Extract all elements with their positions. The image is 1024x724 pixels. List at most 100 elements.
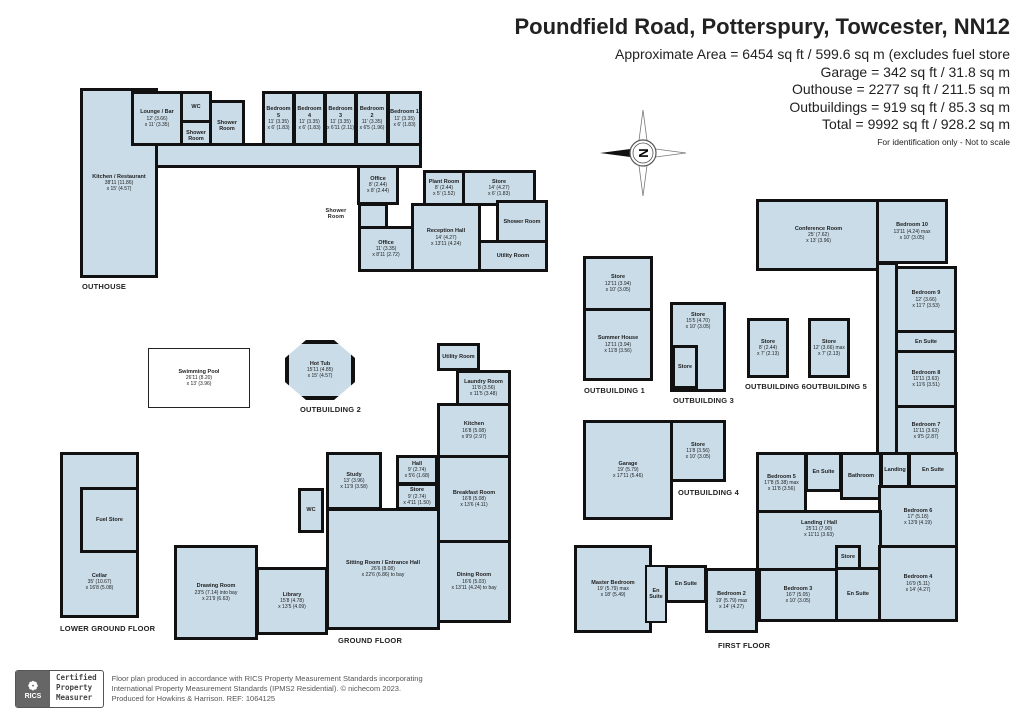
room-dimensions: x 10' (3.05): [685, 324, 711, 331]
room-ff-ensuite-top: En Suite: [908, 452, 958, 488]
room-dimensions: x 9'9 (2.97): [461, 433, 487, 440]
room-dimensions: x 13'5 (4.09): [278, 604, 306, 611]
room-ff-store: Store: [835, 545, 861, 570]
room-dimensions: x 11'11 (3.63): [804, 532, 834, 539]
room-name: Store: [690, 441, 706, 448]
room-dimensions: x 15' (4.57): [307, 373, 333, 380]
room-name: Shower Room: [186, 129, 206, 142]
room-name: Bedroom 4: [297, 106, 322, 119]
room-name: Library: [282, 591, 302, 598]
rics-badge: ❁RICS Certified Property Measurer: [15, 670, 104, 708]
label-outbuilding-6: OUTBUILDING 6: [745, 382, 806, 391]
badge-line: Property: [56, 683, 93, 692]
area-total: Total = 9992 sq ft / 928.2 sq m: [822, 116, 1010, 132]
room-dimensions: 23'5 (7.14) into bay: [194, 589, 238, 596]
room-dimensions: 15'5 (4.70): [686, 318, 710, 325]
room-oh-shower4: Shower Room: [496, 200, 548, 244]
room-name: En Suite: [914, 338, 937, 345]
room-dimensions: x 22'6 (6.86) to bay: [361, 572, 405, 579]
room-dimensions: x 14' (4.27): [719, 603, 744, 610]
footer-line: Produced for Howkins & Harrison. REF: 10…: [111, 694, 276, 703]
label-outbuilding-4: OUTBUILDING 4: [678, 488, 739, 497]
room-name: En Suite: [674, 580, 697, 587]
room-name: Store: [821, 338, 837, 345]
room-name: Sitting Room / Entrance Hall: [346, 559, 420, 566]
room-name: Landing: [884, 466, 906, 473]
room-dimensions: 11'8 (3.56): [471, 385, 496, 392]
room-dimensions: 17' (5.18): [907, 514, 929, 521]
room-dimensions: x 18' (5.49): [600, 592, 626, 599]
room-dimensions: 11'11 (3.63): [913, 376, 939, 383]
room-ff-ensuite-b4: En Suite: [835, 567, 881, 622]
label-outbuilding-2: OUTBUILDING 2: [300, 405, 361, 414]
rics-logo: ❁RICS: [16, 671, 50, 707]
room-name: Bedroom 10: [896, 222, 928, 229]
room-dimensions: x 6'5 (1.96): [359, 124, 385, 131]
room-name: Bedroom 2: [359, 106, 385, 119]
room-name: Store: [760, 338, 776, 345]
room-name: Bathroom: [848, 472, 874, 479]
room-dimensions: x 13'11 (4.24): [430, 240, 462, 247]
room-dimensions: 12'11 (3.94): [604, 280, 632, 287]
label-outbuilding-1: OUTBUILDING 1: [584, 386, 645, 395]
room-name: Cellar: [91, 572, 108, 579]
room-dimensions: 19' (5.79) max: [715, 597, 748, 604]
room-name: Garage: [618, 460, 638, 467]
footer-line: International Property Measurement Stand…: [111, 684, 402, 693]
room-dimensions: 16'8 (5.08): [462, 496, 486, 503]
room-dimensions: 11' (3.35): [299, 118, 320, 125]
room-ff-landing: Landing: [880, 452, 910, 488]
room-dimensions: 12' (3.66): [146, 115, 168, 122]
header: Poundfield Road, Potterspury, Towcester,…: [515, 14, 1011, 147]
room-dimensions: x 14' (4.27): [905, 586, 931, 593]
room-dimensions: 14' (4.27): [435, 234, 457, 241]
room-oh-utility: Utility Room: [478, 240, 548, 272]
room-name: Master Bedroom: [591, 579, 635, 586]
room-dimensions: 12'11 (3.94): [604, 341, 632, 348]
label-outbuilding-5: OUTBUILDING 5: [806, 382, 867, 391]
room-name: En Suite: [846, 591, 869, 598]
room-dimensions: 12' (3.66) max: [813, 345, 845, 352]
room-name: Bedroom 9: [911, 290, 941, 297]
room-dimensions: 9' (2.74): [407, 493, 427, 500]
room-dimensions: 19' (5.79) max: [597, 586, 629, 593]
room-oh-wc1: WC: [180, 91, 212, 123]
room-name: Store: [491, 178, 507, 185]
room-dimensions: x 10' (3.05): [899, 234, 925, 241]
room-name: Bedroom 4: [903, 574, 933, 581]
room-dimensions: x 6' (1.83): [298, 124, 321, 131]
room-dimensions: 8' (2.44): [434, 185, 454, 192]
room-dimensions: 19' (5.79): [617, 467, 639, 474]
room-name: Store: [840, 554, 856, 561]
room-dimensions: x 21'9 (6.63): [202, 595, 230, 602]
room-dimensions: x 15' (4.57): [106, 186, 132, 193]
footer-line: Floor plan produced in accordance with R…: [111, 674, 423, 683]
room-name: En Suite: [812, 468, 835, 475]
compass-letter: N: [636, 148, 651, 157]
room-gf-utility: Utility Room: [437, 343, 480, 371]
room-dimensions: 11' (3.35): [330, 118, 351, 125]
room-dimensions: 11' (3.35): [268, 118, 289, 125]
room-dimensions: 26'11 (8.20): [185, 375, 213, 382]
room-dimensions: 11'8 (3.56): [686, 448, 710, 455]
